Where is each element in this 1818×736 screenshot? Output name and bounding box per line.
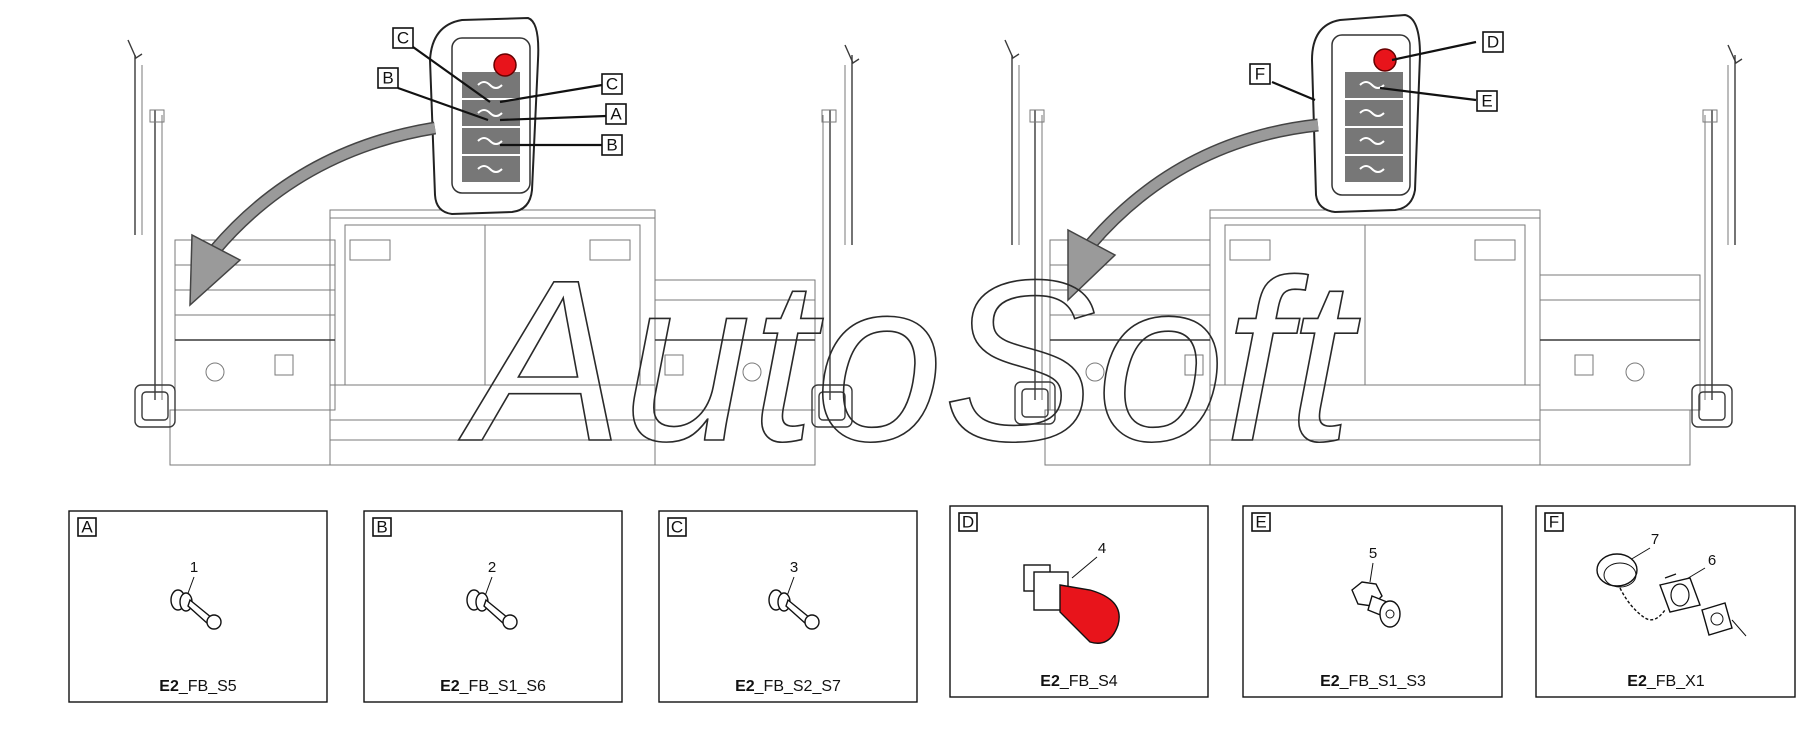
svg-text:F: F	[1255, 65, 1265, 84]
part-number-7: 7	[1651, 531, 1659, 548]
leader-d	[1391, 40, 1477, 62]
leader-b1	[397, 86, 489, 122]
detail-panel-d: D 4 E2_FB_S4	[949, 505, 1209, 698]
emergency-stop-button-icon	[1023, 564, 1120, 644]
callout-c-right: C	[601, 73, 623, 95]
part-number-5: 5	[1369, 545, 1377, 562]
part-number-1: 1	[190, 559, 198, 576]
callout-a: A	[605, 103, 627, 125]
callout-f: F	[1249, 63, 1271, 85]
caption-a: E2_FB_S5	[159, 678, 236, 695]
svg-text:D: D	[962, 513, 974, 532]
caption-f: E2_FB_X1	[1627, 673, 1704, 690]
svg-text:B: B	[376, 518, 387, 537]
caption-e: E2_FB_S1_S3	[1320, 673, 1426, 690]
left-big-arrowhead	[189, 233, 242, 307]
svg-text:E: E	[1255, 513, 1266, 532]
svg-text:A: A	[81, 518, 93, 537]
leader-a	[499, 114, 607, 122]
leader-c2	[499, 83, 603, 104]
caption-d: E2_FB_S4	[1040, 673, 1117, 690]
part-number-3: 3	[790, 559, 798, 576]
left-big-arrow-outline	[210, 121, 437, 255]
svg-text:A: A	[610, 105, 622, 124]
toggle-switch-icon	[466, 589, 518, 630]
toggle-switch-icon	[768, 589, 820, 630]
right-overview: F D E	[1004, 13, 1743, 466]
svg-text:B: B	[606, 136, 617, 155]
leader-e	[1379, 86, 1477, 102]
right-machine-drawing	[1004, 39, 1743, 466]
svg-text:C: C	[671, 518, 683, 537]
part-number-6: 6	[1708, 552, 1716, 569]
part-number-4: 4	[1098, 540, 1106, 557]
part-number-2: 2	[488, 559, 496, 576]
leader-f	[1271, 80, 1316, 102]
callout-e: E	[1476, 90, 1498, 112]
callout-c-top: C	[392, 27, 414, 49]
detail-panel-e: E 5 E2_FB_S1_S3	[1242, 505, 1503, 698]
connector-with-cap-icon	[1596, 553, 1747, 637]
svg-text:D: D	[1487, 33, 1499, 52]
svg-text:E: E	[1481, 92, 1492, 111]
right-remote-control	[1310, 13, 1422, 214]
right-big-arrow	[1086, 120, 1319, 249]
detail-panel-c: C 3 E2_FB_S2_S7	[658, 510, 918, 703]
svg-text:B: B	[382, 69, 393, 88]
svg-text:C: C	[606, 75, 618, 94]
caption-c: E2_FB_S2_S7	[735, 678, 841, 695]
watermark-text: AutoSoft	[458, 232, 1360, 489]
left-big-arrow	[211, 123, 436, 254]
caption-b: E2_FB_S1_S6	[440, 678, 546, 695]
right-big-arrow-outline	[1085, 118, 1319, 250]
callout-d: D	[1482, 31, 1504, 53]
callout-b-left: B	[377, 67, 399, 89]
detail-panel-a: A 1 E2_FB_S5	[68, 510, 328, 703]
toggle-switch-icon	[170, 589, 222, 630]
emergency-stop-icon	[493, 53, 517, 77]
left-overview: C B C A B	[127, 16, 860, 466]
svg-text:F: F	[1549, 513, 1559, 532]
detail-panel-f: F 7 6 E2_FB_X1	[1535, 505, 1796, 698]
push-button-switch-icon	[1351, 581, 1401, 628]
detail-panel-b: B 2 E2_FB_S1_S6	[363, 510, 623, 703]
left-remote-control	[428, 16, 540, 216]
callout-b-right: B	[601, 134, 623, 156]
svg-text:C: C	[397, 29, 409, 48]
leader-c1	[412, 46, 491, 103]
right-big-arrowhead	[1067, 228, 1117, 302]
